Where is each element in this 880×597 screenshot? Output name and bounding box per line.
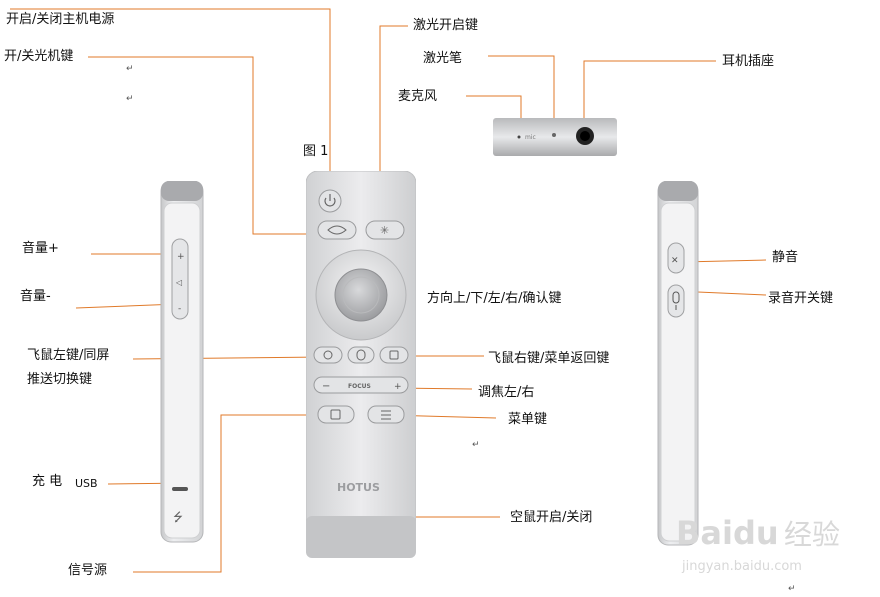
power-icon — [324, 197, 336, 207]
mute-icon: ✕ — [671, 256, 679, 266]
label-air-mouse: 空鼠开启/关闭 — [510, 510, 593, 525]
watermark-url: jingyan.baidu.com — [681, 559, 802, 574]
usb-icon: ⭍ — [173, 510, 183, 524]
laser-icon: ✳ — [380, 224, 389, 237]
laser-button — [365, 220, 405, 240]
menu-icon — [381, 410, 391, 420]
record-button — [667, 284, 685, 318]
label-volume-up: 音量+ — [22, 241, 59, 256]
remote-front: ✳ − FOCUS + HOTUS — [306, 171, 416, 558]
label-dpad: 方向上/下/左/右/确认键 — [427, 291, 562, 306]
remote-top-view: mic — [493, 118, 617, 156]
mouse-icon — [356, 349, 366, 361]
minus-icon: - — [178, 304, 181, 314]
brand-logo: HOTUS — [337, 481, 380, 494]
watermark-brand: Baidu — [676, 514, 779, 552]
projector-power-button — [317, 220, 357, 240]
leader-power-remote — [88, 56, 322, 235]
remote-right-side: ✕ — [657, 181, 699, 546]
label-menu: 菜单键 — [508, 412, 548, 427]
remote-left-side: + ◁ - ⭍ — [160, 181, 204, 543]
label-power-remote: 开/关光机键 — [4, 49, 74, 64]
source-button — [317, 405, 355, 424]
label-volume-down: 音量- — [20, 289, 51, 304]
sync-icon — [323, 350, 333, 360]
focus-text: FOCUS — [348, 383, 371, 390]
label-air-left: 飞鼠左键/同屏 — [27, 348, 110, 363]
mute-button — [667, 242, 685, 274]
label-mic: 麦克风 — [398, 89, 438, 104]
return-mark: ↵ — [788, 584, 796, 594]
plus-icon: + — [177, 252, 185, 262]
minus-icon: − — [322, 381, 330, 392]
label-power-host: 开启/关闭主机电源 — [6, 12, 115, 27]
source-icon — [330, 409, 341, 420]
return-icon — [389, 350, 399, 360]
air-right-button — [379, 346, 409, 364]
eye-icon — [327, 225, 347, 235]
volume-rocker — [171, 238, 189, 320]
air-left-button — [313, 346, 343, 364]
label-focus: 调焦左/右 — [478, 385, 535, 400]
label-usb: USB — [75, 477, 98, 490]
label-earphone: 耳机插座 — [722, 54, 775, 69]
figure-caption: 图 1 — [303, 144, 329, 159]
label-record: 录音开关键 — [768, 291, 834, 306]
return-mark: ↵ — [472, 440, 480, 450]
watermark-cn: 经验 — [784, 518, 840, 551]
laser-pen-icon — [552, 133, 556, 137]
label-laser-on: 激光开启键 — [413, 18, 479, 33]
plus-icon: + — [394, 382, 402, 392]
label-mute: 静音 — [772, 250, 799, 265]
return-mark: ↵ — [126, 94, 134, 104]
label-air-left-2: 推送切换键 — [27, 372, 93, 387]
air-mouse-button — [347, 346, 375, 364]
label-air-right: 飞鼠右键/菜单返回键 — [488, 351, 610, 366]
label-laser-pen: 激光笔 — [423, 51, 463, 66]
remote-mic-text: mic — [525, 134, 536, 141]
return-mark: ↵ — [126, 64, 134, 74]
label-source: 信号源 — [68, 563, 108, 578]
usb-port-icon — [172, 487, 188, 491]
focus-rocker — [313, 376, 409, 394]
volume-icon: ◁ — [175, 278, 182, 287]
label-charge: 充 电 — [32, 474, 63, 489]
baidu-watermark: Baidu 经验 jingyan.baidu.com — [676, 514, 840, 574]
microphone-icon — [672, 291, 680, 304]
leader-power-host — [10, 8, 331, 200]
